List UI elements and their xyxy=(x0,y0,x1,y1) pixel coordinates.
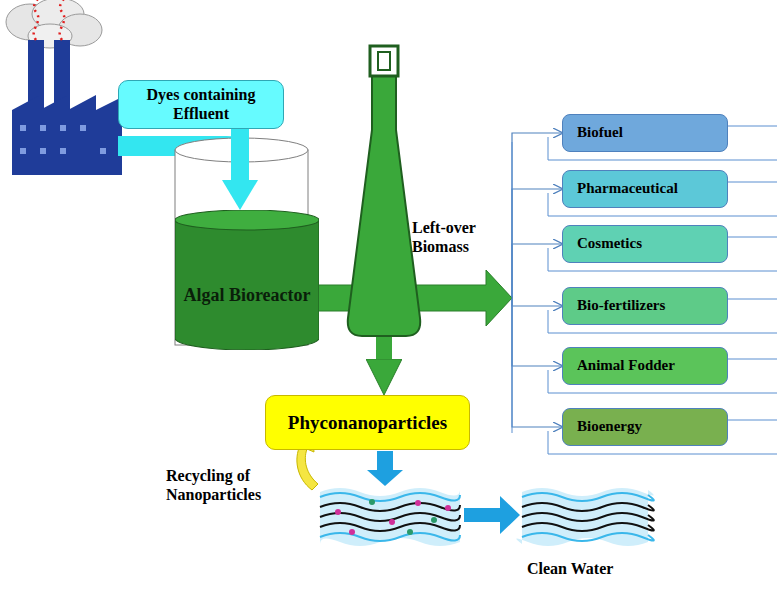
liquid-shape xyxy=(175,210,319,350)
factory xyxy=(6,0,122,175)
annotation-label: Recycling of Nanoparticles xyxy=(166,466,294,504)
node-text: Biofuel xyxy=(577,124,623,141)
process-box: Cosmetics xyxy=(562,225,728,263)
node-text: Pharmaceutical xyxy=(577,180,678,197)
annotation-label: Left-over Biomass xyxy=(412,218,504,256)
cleaning-arrow xyxy=(464,496,520,534)
node-text: Algal Bioreactor xyxy=(183,285,310,306)
flow-connector xyxy=(231,129,249,180)
bioreactor-cylinder: Algal Bioreactor xyxy=(175,210,319,350)
node-text: Animal Fodder xyxy=(577,357,675,374)
process-box: Bioenergy xyxy=(562,408,728,446)
flask xyxy=(348,46,420,336)
dirty-water xyxy=(320,488,460,546)
process-box: Dyes containing Effluent xyxy=(118,80,284,129)
clean-water xyxy=(516,488,654,546)
process-box: Bio-fertilizers xyxy=(562,287,728,325)
process-box: Biofuel xyxy=(562,114,728,152)
product-bracket xyxy=(512,126,777,454)
down-arrow xyxy=(367,451,403,486)
node-text: Bioenergy xyxy=(577,418,642,435)
process-box: Phyconanoparticles xyxy=(265,395,470,450)
annotation-label: Clean Water xyxy=(527,559,667,578)
node-text: Bio-fertilizers xyxy=(577,297,665,314)
node-text: Dyes containing Effluent xyxy=(127,86,275,123)
process-box: Pharmaceutical xyxy=(562,170,728,208)
node-text: Phyconanoparticles xyxy=(288,412,447,434)
process-box: Animal Fodder xyxy=(562,347,728,385)
node-text: Cosmetics xyxy=(577,235,642,252)
